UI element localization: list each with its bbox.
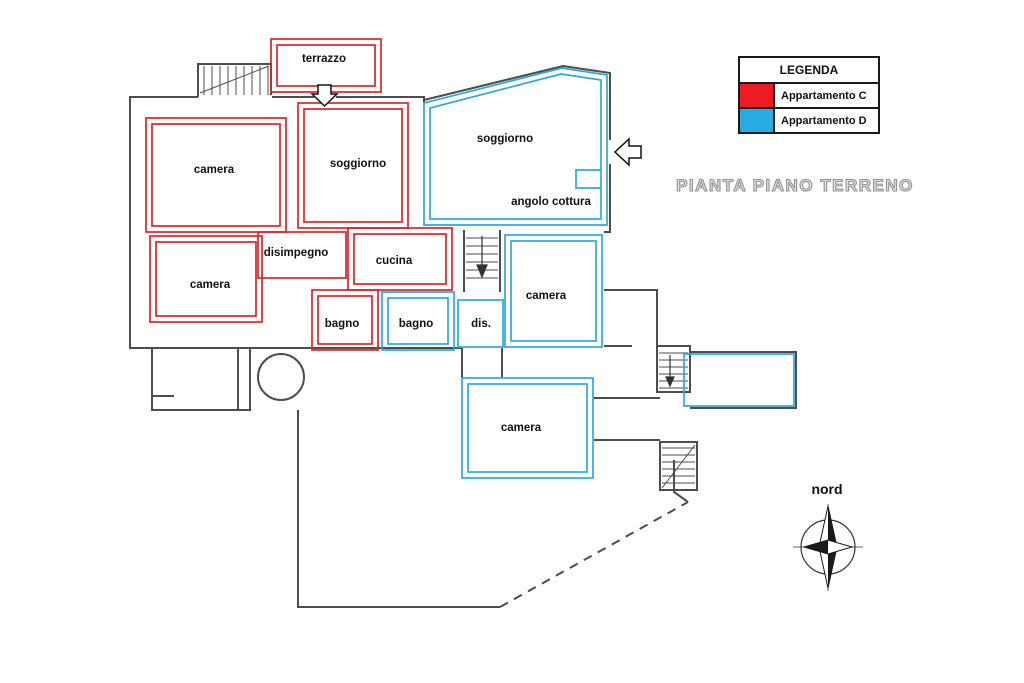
- room-camera-c1-outline: [145, 117, 287, 233]
- round-feature: [257, 353, 305, 401]
- room-label-bagno-c: bagno: [324, 318, 360, 330]
- legend-label-apartment-d: Appartamento D: [781, 114, 867, 127]
- room-bagno-c-outline: [311, 289, 379, 351]
- angolo-cottura-notch: [575, 169, 601, 189]
- apartment-c-color-swatch: [740, 84, 775, 107]
- room-camera-d2-outline: [461, 377, 594, 479]
- room-terrazzo-outline: [270, 38, 382, 93]
- stair-treads: [199, 65, 696, 489]
- room-disimpegno-outline: [257, 231, 347, 279]
- room-dis-d-outline: [457, 299, 504, 348]
- room-label-bagno-d: bagno: [398, 318, 434, 330]
- page-title: PIANTA PIANO TERRENO: [676, 175, 914, 195]
- stair-direction-arrows: [476, 236, 675, 388]
- apartment-d-outlines: [381, 67, 795, 479]
- room-label-soggiorno-d: soggiorno: [476, 133, 534, 145]
- legend-item-apartment-d: Appartamento D: [740, 107, 878, 132]
- room-label-disimpegno: disimpegno: [263, 247, 329, 259]
- compass-rose-icon: [793, 504, 863, 591]
- room-cucina-outline: [347, 227, 453, 291]
- room-label-terrazzo: terrazzo: [301, 53, 347, 65]
- stairs-lower-right-outline: [659, 441, 698, 491]
- room-label-camera-c1: camera: [193, 164, 235, 176]
- stairs-center-outline: [463, 230, 501, 292]
- room-camera-d1-outline: [504, 234, 603, 348]
- corridor-d-outline: [683, 353, 795, 407]
- room-label-camera-c2: camera: [189, 279, 231, 291]
- legend-title: LEGENDA: [740, 58, 878, 84]
- legend-item-apartment-c: Appartamento C: [740, 84, 878, 107]
- room-label-camera-d2: camera: [500, 422, 542, 434]
- building-walls: [129, 63, 797, 608]
- apartment-d-color-swatch: [740, 109, 775, 132]
- room-camera-c2-outline: [149, 235, 263, 323]
- entrance-arrow-terrazzo-icon: [310, 84, 339, 108]
- room-label-dis-d: dis.: [471, 318, 491, 330]
- room-label-soggiorno-c: soggiorno: [329, 158, 387, 170]
- room-bagno-d-outline: [381, 291, 455, 351]
- room-label-cucina: cucina: [375, 255, 413, 267]
- boundary-line-solid: [297, 410, 500, 608]
- room-soggiorno-d-outline: [423, 67, 608, 226]
- legend-label-apartment-c: Appartamento C: [781, 89, 867, 102]
- boundary-line-dashed: [499, 501, 689, 608]
- room-label-angolo-cottura: angolo cottura: [511, 196, 591, 208]
- entrance-arrow-right-icon: [613, 137, 642, 167]
- stairs-upper-right-outline: [656, 345, 691, 393]
- room-label-camera-d1: camera: [525, 290, 567, 302]
- compass-north-label: nord: [811, 481, 843, 497]
- legend: LEGENDA Appartamento C Appartamento D: [738, 56, 880, 134]
- apartment-c-outlines: [145, 38, 453, 351]
